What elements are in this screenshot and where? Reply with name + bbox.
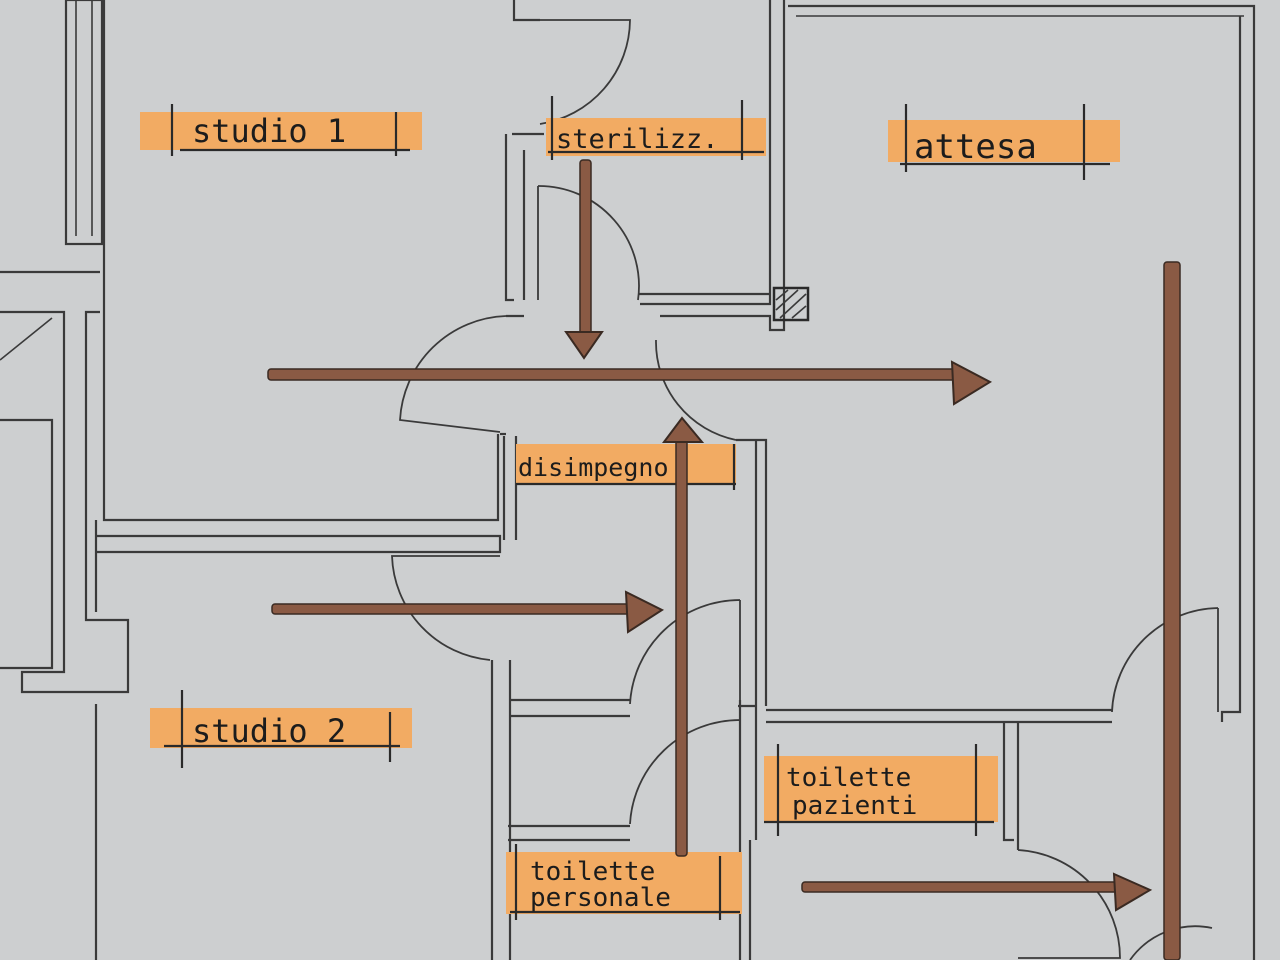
door-studio2 [391,555,500,661]
door-sterilizz-top [524,19,631,125]
room-name-toilette-pazienti-2: pazienti [792,791,917,821]
arrow-attesa-vertical [1163,261,1181,960]
door-toilette-personale [629,719,741,830]
door-toilette-personale-anti [629,599,741,705]
room-name-studio-1: studio 1 [192,112,346,150]
label-toilette-personale: toilette personale [506,844,742,920]
room-name-toilette-pazienti-1: toilette [786,763,911,793]
door-toilette-pazienti [1017,849,1121,959]
arrow-studio1-to-attesa [267,360,993,406]
room-name-disimpegno: disimpegno [518,453,669,482]
arrow-toilette-personale-up [662,416,705,857]
arrow-sterilizz-down [564,159,604,360]
arrow-toilette-pazienti-right [801,872,1153,912]
door-attesa [655,339,737,441]
door-sterilizz [537,185,640,301]
label-attesa: attesa [888,104,1120,180]
label-studio-1: studio 1 [140,104,422,156]
room-name-studio-2: studio 2 [192,712,346,750]
left-window [64,0,104,246]
arrow-studio2-right [271,590,665,634]
label-sterilizz: sterilizz. [546,96,766,160]
doors [391,19,1219,960]
label-toilette-pazienti: toilette pazienti [764,744,998,836]
door-studio1 [399,315,507,433]
label-disimpegno: disimpegno [516,444,736,490]
room-name-toilette-personale-1: toilette [530,857,655,887]
room-name-sterilizz: sterilizz. [556,124,719,155]
room-labels: studio 1 sterilizz. attesa disimpegno [140,96,1120,920]
label-studio-2: studio 2 [150,690,412,768]
door-toilette-pazienti-anti [1111,607,1219,713]
room-name-toilette-personale-2: personale [530,883,671,913]
structural-column [772,286,810,322]
flow-arrows [267,159,1181,960]
room-name-attesa: attesa [914,127,1037,167]
